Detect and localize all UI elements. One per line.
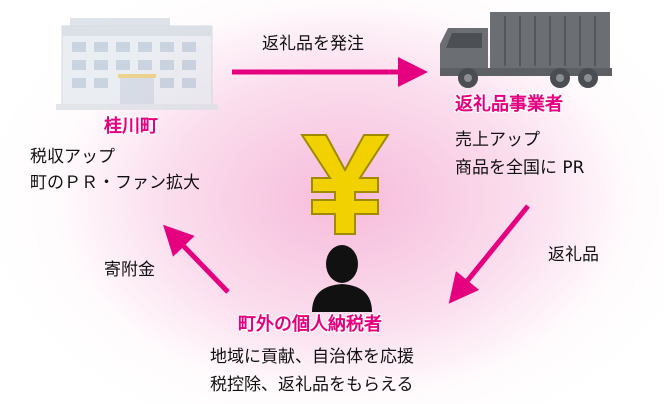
town-benefit-2: 町のＰＲ・ファン拡大 bbox=[30, 173, 200, 193]
town-name: 桂川町 bbox=[104, 116, 158, 137]
truck-icon bbox=[440, 12, 612, 88]
supplier-benefit-1: 売上アップ bbox=[455, 130, 540, 150]
taxpayer-benefit-2: 税控除、返礼品をもらえる bbox=[210, 375, 414, 395]
order-label: 返礼品を発注 bbox=[262, 34, 364, 54]
person-icon bbox=[312, 245, 372, 312]
town-benefit-1: 税収アップ bbox=[30, 147, 115, 167]
taxpayer-benefit-1: 地域に貢献、自治体を応援 bbox=[210, 347, 414, 367]
yen-icon bbox=[300, 134, 390, 235]
supplier-name: 返礼品事業者 bbox=[455, 94, 563, 115]
supplier-benefit-2: 商品を全国に PR bbox=[455, 158, 585, 178]
donation-arrow bbox=[163, 224, 230, 294]
gift-arrow bbox=[448, 204, 530, 304]
taxpayer-name: 町外の個人納税者 bbox=[238, 314, 382, 335]
donation-label: 寄附金 bbox=[104, 260, 155, 280]
gift-label: 返礼品 bbox=[548, 245, 599, 265]
building-icon bbox=[56, 18, 218, 110]
